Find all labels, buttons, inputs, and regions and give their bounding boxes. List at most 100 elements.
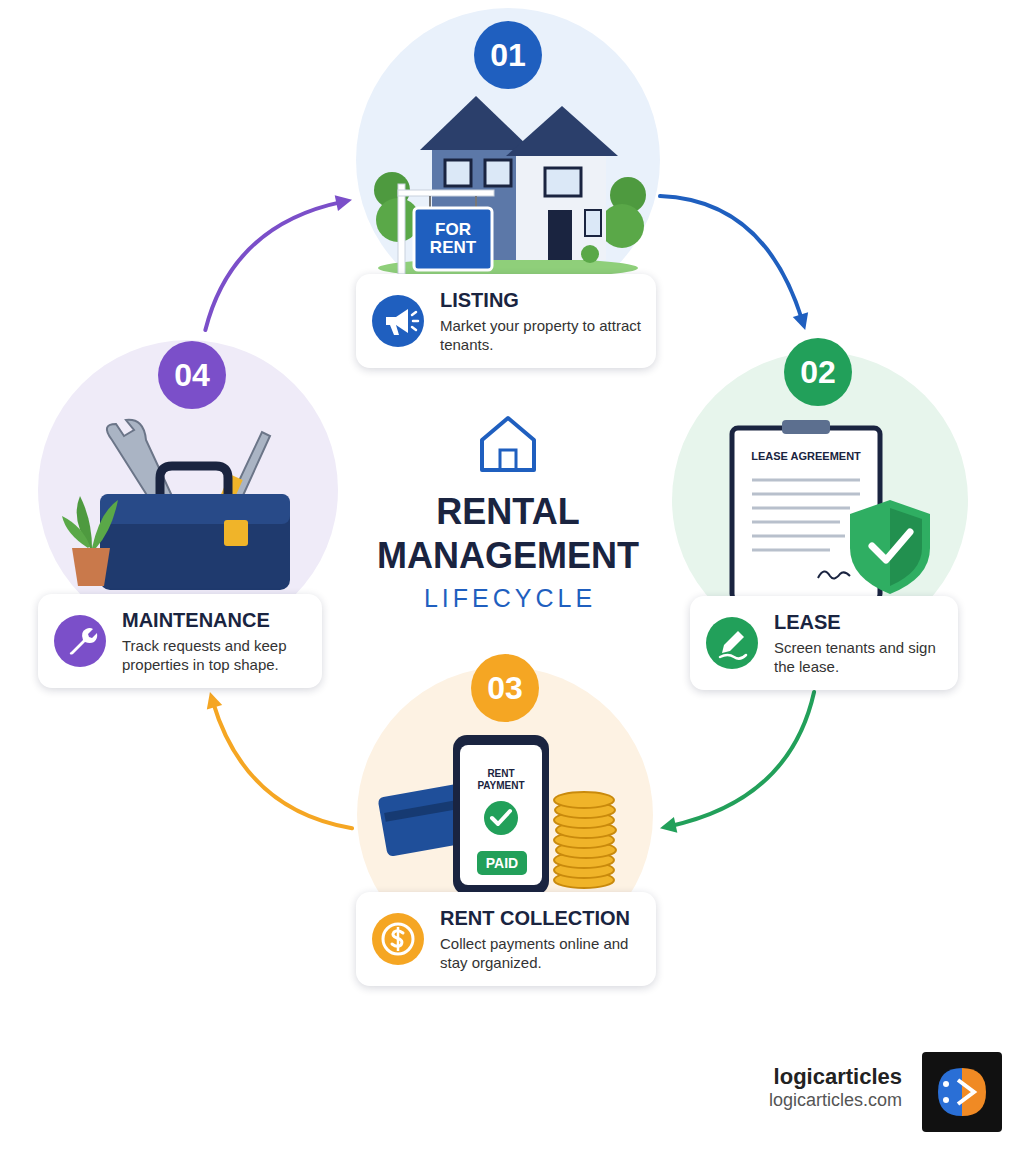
payment-illustration	[377, 735, 616, 895]
drawing-shape	[958, 1080, 974, 1104]
drawing-shape	[414, 208, 492, 270]
drawing-shape	[70, 628, 98, 655]
watermark: logicarticles.com	[640, 1090, 902, 1111]
drawing-shape	[922, 1052, 1002, 1132]
cycle-arrow	[207, 692, 352, 828]
drawing-shape	[475, 196, 477, 208]
drawing-shape	[372, 295, 424, 347]
drawing-shape	[943, 1097, 949, 1103]
drawing-shape	[485, 160, 511, 186]
arrow-line	[205, 202, 342, 330]
drawing-shape	[484, 801, 518, 835]
stage-card: LISTING Market your property to attract t…	[356, 274, 656, 368]
drawing-shape	[460, 745, 542, 885]
cycle-arrow	[660, 196, 808, 330]
drawing-shape	[100, 494, 290, 524]
drawing-shape	[224, 520, 248, 546]
arrowhead	[660, 817, 677, 833]
brand-logo	[922, 1052, 1002, 1132]
diagram-title: RENTAL MANAGEMENT	[343, 490, 673, 578]
drawing-shape	[720, 655, 746, 659]
drawing-shape	[752, 479, 860, 482]
center-house-icon	[482, 418, 534, 470]
drawing-shape	[492, 811, 510, 824]
drawing-shape	[54, 615, 106, 667]
stage-card: MAINTENANCETrack requests and keep prope…	[38, 594, 322, 688]
drawing-shape	[453, 735, 549, 895]
callout-number: 04	[158, 341, 226, 409]
cycle-arrow	[205, 195, 352, 330]
drawing-shape	[372, 913, 424, 965]
drawing-shape	[384, 799, 464, 822]
arrow-line	[670, 692, 814, 826]
watermark: logicarticles	[640, 1064, 902, 1090]
drawing-shape	[506, 106, 618, 156]
drawing-shape	[752, 507, 850, 510]
document-title: LEASE AGREEMENT	[740, 450, 872, 462]
drawing-shape	[752, 521, 840, 524]
drawing-shape	[516, 150, 606, 260]
drawing-shape	[398, 190, 494, 196]
drawing-shape	[356, 8, 660, 312]
drawing-shape	[100, 494, 290, 590]
drawing-shape	[92, 500, 118, 548]
cycle-arrow	[660, 692, 814, 833]
drawing-shape	[818, 571, 850, 578]
subtitle: LIFECYCLE	[360, 584, 660, 613]
arrowhead	[335, 195, 352, 211]
drawing-shape	[706, 617, 758, 669]
status-pill: PAID	[477, 851, 527, 875]
stage-icon	[372, 913, 424, 965]
drawing-shape	[545, 168, 581, 196]
drawing-shape	[72, 548, 110, 586]
drawing-shape	[420, 96, 532, 150]
toolbox-illustration	[62, 420, 290, 590]
screen-text: RENT PAYMENT	[466, 768, 536, 792]
house-illustration	[374, 96, 646, 278]
drawing-shape	[554, 792, 616, 888]
arrow-line	[660, 196, 802, 320]
drawing-shape	[752, 549, 830, 552]
stage-heading: LISTING	[440, 288, 644, 312]
drawing-shape	[429, 196, 431, 208]
stage-backgrounds	[38, 8, 968, 963]
drawing-shape	[850, 500, 930, 594]
stage-icon	[706, 617, 758, 669]
drawing-shape	[445, 160, 471, 186]
drawing-shape	[943, 1081, 949, 1087]
drawing-shape	[398, 184, 405, 274]
drawing-shape	[782, 420, 830, 434]
drawing-shape	[390, 325, 399, 335]
drawing-shape	[722, 631, 744, 653]
arrowhead	[793, 312, 808, 330]
drawing-shape	[397, 927, 400, 951]
stage-heading: LEASE	[774, 610, 946, 634]
drawing-shape	[383, 924, 413, 954]
drawing-shape	[482, 418, 534, 470]
drawing-shape	[500, 450, 516, 470]
drawing-shape	[752, 493, 860, 496]
drawing-shape	[62, 516, 90, 548]
callout-number: 02	[784, 338, 852, 406]
stage-icon	[372, 295, 424, 347]
drawing-shape	[752, 535, 845, 538]
stage-icon	[54, 615, 106, 667]
arrow-line	[213, 702, 352, 829]
stage-card: RENT COLLECTIONCollect payments online a…	[356, 892, 656, 986]
drawing-shape	[872, 532, 910, 560]
drawing-shape	[581, 245, 599, 263]
stage-description: Screen tenants and sign the lease.	[774, 638, 946, 676]
stage-description: Track requests and keep properties in to…	[122, 636, 310, 674]
arrowhead	[207, 692, 222, 710]
drawing-shape	[600, 204, 644, 248]
stage-card: LEASE Screen tenants and sign the lease.	[690, 596, 958, 690]
callout-number: 01	[474, 21, 542, 89]
sign-text: FOR RENT	[414, 208, 492, 270]
drawing-shape	[160, 466, 228, 496]
stage-description: Market your property to attract tenants.	[440, 316, 644, 354]
drawing-shape	[412, 312, 418, 330]
callout-number: 03	[471, 654, 539, 722]
stage-heading: RENT COLLECTION	[440, 906, 644, 930]
drawing-shape	[548, 210, 572, 260]
drawing-shape	[938, 1068, 962, 1116]
